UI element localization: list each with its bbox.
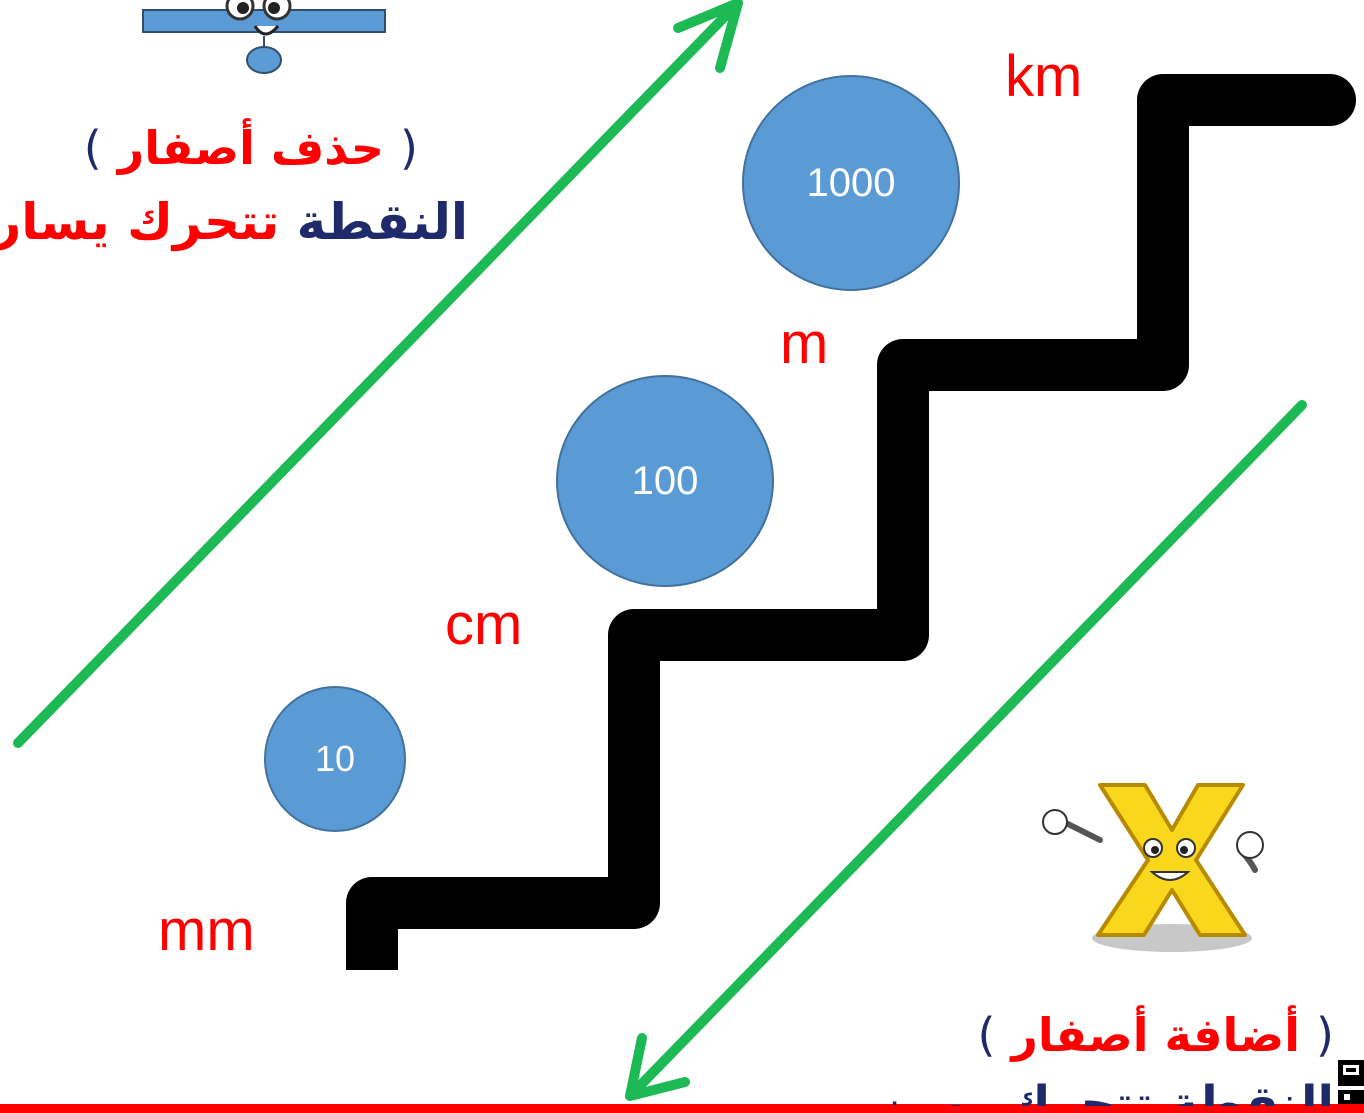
factor-1000-label: 1000 [806, 160, 896, 205]
factor-100-label: 100 [631, 458, 699, 503]
top-close-paren: ) [83, 121, 102, 175]
top-move-text: تتحرك يسار [0, 193, 280, 251]
up-arrow-icon [13, 0, 743, 748]
unit-cm: cm [445, 592, 523, 657]
bottom-dot-move-text: النقطة تتحرك [1007, 1080, 1334, 1106]
bottom-close-paren: ) [977, 1008, 996, 1062]
bottom-rule-line-2: النقطة تتحرك يمين [877, 1080, 1334, 1106]
top-open-paren: ( [400, 121, 418, 175]
down-arrow-icon [625, 400, 1307, 1101]
top-dot-text: النقطة [296, 193, 468, 251]
factor-100-circle: 100 [556, 375, 774, 587]
factor-10-label: 10 [314, 738, 356, 779]
top-rule-line-1: ( حذف أصفار ) [84, 125, 418, 171]
staircase [346, 74, 1356, 996]
factor-10-circle: 10 [264, 686, 406, 832]
bottom-action-text: أضافة أصفار [1011, 1008, 1301, 1062]
bottom-direction-text: يمين [877, 1080, 990, 1106]
ruler-mascot-icon [142, 0, 386, 74]
unit-mm: mm [158, 898, 255, 963]
unit-km: km [1005, 44, 1083, 109]
factor-1000-circle: 1000 [742, 75, 960, 291]
top-action-text: حذف أصفار [117, 121, 385, 175]
letter-x-mascot-icon [1042, 783, 1264, 952]
bottom-open-paren: ( [1316, 1008, 1334, 1062]
staircase-cutoff [330, 970, 430, 1010]
bottom-red-line [0, 1104, 1364, 1113]
unit-m: m [780, 311, 829, 376]
bottom-rule-line-1: ( أضافة أصفار ) [977, 1012, 1334, 1058]
top-rule-line-2: النقطة تتحرك يسار [0, 197, 468, 247]
